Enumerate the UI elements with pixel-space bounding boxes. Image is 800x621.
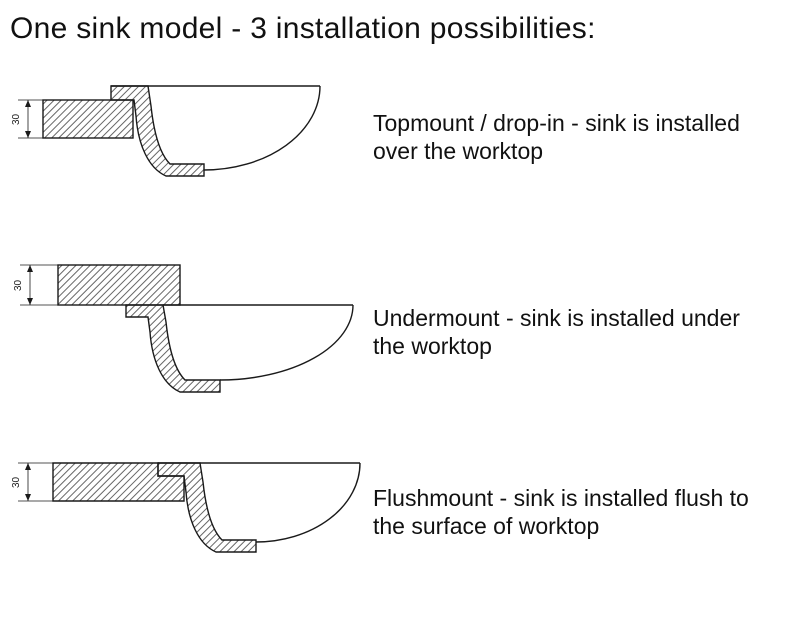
sink-bowl-arc bbox=[219, 304, 354, 381]
page-title: One sink model - 3 installation possibil… bbox=[10, 12, 596, 45]
undermount-cross-section-svg: 30 bbox=[13, 264, 354, 393]
worktop-cross-section bbox=[42, 99, 134, 139]
flushmount-description: Flushmount - sink is installed flush to … bbox=[373, 484, 749, 539]
sink-cross-section bbox=[157, 462, 257, 553]
dimension-label: 30 bbox=[13, 279, 24, 291]
dim-arrow-down bbox=[25, 494, 31, 501]
topmount-description: Topmount / drop-in - sink is installed o… bbox=[373, 109, 740, 164]
undermount-drawing: 30 bbox=[8, 252, 373, 412]
page: One sink model - 3 installation possibil… bbox=[8, 12, 790, 568]
section-topmount: 30 Topmount / drop-in - sink is installe… bbox=[8, 72, 790, 202]
worktop-cross-section bbox=[57, 264, 181, 306]
dimension-30: 30 bbox=[13, 264, 61, 306]
dim-arrow-down bbox=[27, 298, 33, 305]
dim-arrow-up bbox=[25, 100, 31, 107]
dim-arrow-up bbox=[25, 463, 31, 470]
sink-cross-section bbox=[125, 304, 221, 393]
topmount-cross-section-svg: 30 bbox=[11, 85, 321, 177]
sink-cross-section bbox=[110, 85, 205, 177]
dimension-30: 30 bbox=[11, 462, 56, 502]
topmount-drawing: 30 bbox=[8, 72, 373, 202]
section-flushmount: 30 Flushmount - sink is installed flush … bbox=[8, 456, 790, 568]
dimension-label: 30 bbox=[11, 113, 22, 125]
sink-bowl-arc bbox=[255, 462, 361, 543]
dim-arrow-up bbox=[27, 265, 33, 272]
section-undermount: 30 Undermount - sink is installed under … bbox=[8, 252, 790, 412]
flushmount-drawing: 30 bbox=[8, 456, 373, 568]
dim-arrow-down bbox=[25, 131, 31, 138]
dimension-label: 30 bbox=[11, 476, 22, 488]
sink-bowl-arc bbox=[203, 85, 321, 171]
undermount-description: Undermount - sink is installed under the… bbox=[373, 304, 740, 359]
flushmount-cross-section-svg: 30 bbox=[11, 462, 361, 553]
